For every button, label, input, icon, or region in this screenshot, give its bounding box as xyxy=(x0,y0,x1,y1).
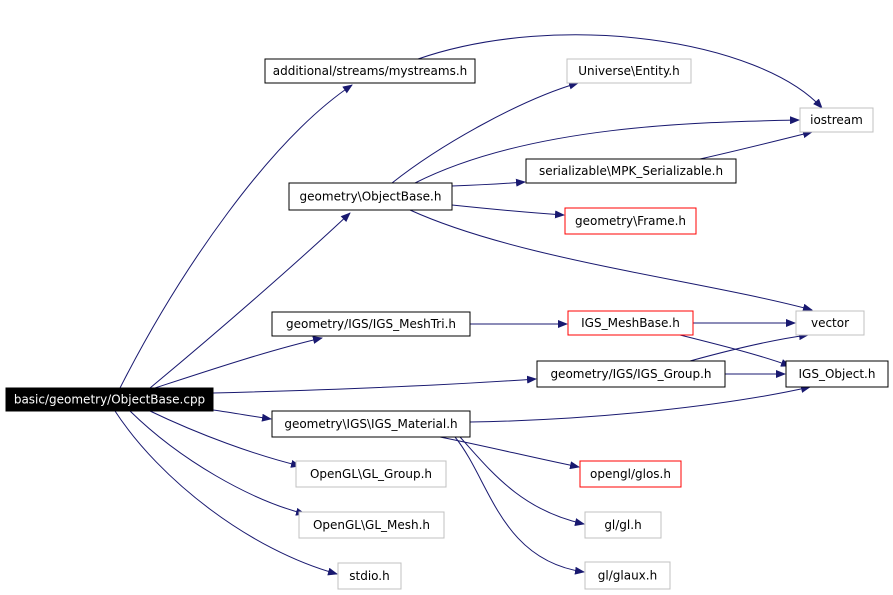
node-vector[interactable]: vector xyxy=(795,310,865,336)
node-glmesh[interactable]: OpenGL\GL_Mesh.h xyxy=(298,511,445,539)
node-mystreams[interactable]: additional/streams/mystreams.h xyxy=(264,58,476,84)
node-box xyxy=(5,387,214,412)
node-root[interactable]: basic/geometry/ObjectBase.cpp xyxy=(5,387,214,412)
edge-objectbase-to-frame xyxy=(451,204,565,219)
node-label: opengl/glos.h xyxy=(590,467,671,481)
node-label: OpenGL\GL_Mesh.h xyxy=(313,518,430,532)
edge-root-to-glmesh xyxy=(129,410,306,516)
edge-objectbase-to-entity xyxy=(391,81,579,184)
node-meshbase[interactable]: IGS_MeshBase.h xyxy=(567,310,694,336)
node-box xyxy=(337,562,402,590)
node-frame[interactable]: geometry\Frame.h xyxy=(564,207,697,235)
node-material[interactable]: geometry\IGS\IGS_Material.h xyxy=(271,410,471,438)
edge-root-to-glgroup xyxy=(149,410,301,468)
edge-material-to-object xyxy=(469,385,811,423)
node-label: OpenGL\GL_Group.h xyxy=(310,467,432,481)
edge-root-to-group xyxy=(212,375,537,394)
node-label: geometry/IGS/IGS_Group.h xyxy=(550,367,711,381)
edge-root-to-stdio xyxy=(114,410,338,576)
nodes-layer: basic/geometry/ObjectBase.cpp additional/… xyxy=(5,58,889,590)
node-box xyxy=(799,107,874,133)
node-box xyxy=(271,311,471,337)
edge-root-to-mystreams xyxy=(119,84,353,389)
node-group[interactable]: geometry/IGS/IGS_Group.h xyxy=(536,360,726,388)
edge-group-to-vector xyxy=(689,332,809,362)
edge-root-to-objectbase xyxy=(149,212,351,389)
node-box xyxy=(785,360,889,388)
node-box xyxy=(525,158,737,184)
node-label: geometry\Frame.h xyxy=(575,214,686,228)
edge-root-to-material xyxy=(212,409,272,422)
edge-mystreams-to-iostream xyxy=(417,34,823,109)
node-box xyxy=(795,310,865,336)
edge-objectbase-to-serializable xyxy=(451,178,526,187)
node-entity[interactable]: Universe\Entity.h xyxy=(566,58,692,84)
edge-material-to-glos xyxy=(439,436,580,470)
edge-meshbase-to-object xyxy=(679,334,791,367)
node-box xyxy=(288,182,453,211)
node-serializable[interactable]: serializable\MPK_Serializable.h xyxy=(525,158,737,184)
node-label: geometry/IGS/IGS_MeshTri.h xyxy=(286,317,456,331)
node-label: geometry\IGS\IGS_Material.h xyxy=(284,417,457,431)
node-glh[interactable]: gl/gl.h xyxy=(584,511,662,539)
node-box xyxy=(584,511,662,539)
node-objectbase[interactable]: geometry\ObjectBase.h xyxy=(288,182,453,211)
node-box xyxy=(566,58,692,84)
node-label: IGS_MeshBase.h xyxy=(581,316,680,330)
node-box xyxy=(298,511,445,539)
node-label: geometry\ObjectBase.h xyxy=(300,190,442,204)
node-label: gl/gl.h xyxy=(604,518,641,532)
node-label: serializable\MPK_Serializable.h xyxy=(539,164,723,178)
edge-material-to-glaux xyxy=(454,436,585,575)
node-box xyxy=(567,310,694,336)
node-glos[interactable]: opengl/glos.h xyxy=(579,460,682,488)
edge-serializable-to-iostream xyxy=(699,130,813,160)
node-label: additional/streams/mystreams.h xyxy=(273,64,468,78)
edge-objectbase-to-iostream xyxy=(414,116,800,184)
node-box xyxy=(536,360,726,388)
node-label: vector xyxy=(811,316,849,330)
node-box xyxy=(295,460,447,488)
node-box xyxy=(584,561,671,590)
edge-root-to-meshtri xyxy=(154,336,323,389)
node-label: stdio.h xyxy=(349,569,389,583)
node-stdio[interactable]: stdio.h xyxy=(337,562,402,590)
node-box xyxy=(264,58,476,84)
node-box xyxy=(271,410,471,438)
node-label: basic/geometry/ObjectBase.cpp xyxy=(14,393,205,407)
node-label: gl/glaux.h xyxy=(598,569,657,583)
node-meshtri[interactable]: geometry/IGS/IGS_MeshTri.h xyxy=(271,311,471,337)
node-label: IGS_Object.h xyxy=(799,367,876,381)
node-box xyxy=(579,460,682,488)
node-iostream[interactable]: iostream xyxy=(799,107,874,133)
node-object[interactable]: IGS_Object.h xyxy=(785,360,889,388)
edge-material-to-glh xyxy=(459,436,585,526)
node-label: iostream xyxy=(810,113,863,127)
node-label: Universe\Entity.h xyxy=(578,64,680,78)
edge-objectbase-to-vector xyxy=(409,209,813,312)
node-glgroup[interactable]: OpenGL\GL_Group.h xyxy=(295,460,447,488)
edges-layer xyxy=(114,34,823,576)
node-glaux[interactable]: gl/glaux.h xyxy=(584,561,671,590)
node-box xyxy=(564,207,697,235)
